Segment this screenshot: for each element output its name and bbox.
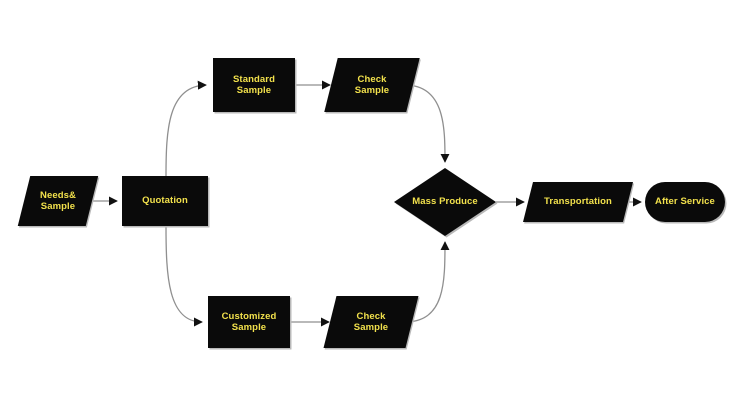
node-mass-produce[interactable]: Mass Produce [394,168,498,238]
node-label: Check Sample [354,73,390,96]
edge-quotation-to-standard [165,80,207,177]
node-label: Mass Produce [412,196,478,208]
edge-quotation-to-customized [165,225,203,327]
node-needs-sample[interactable]: Needs& Sample [17,176,99,226]
node-check-sample-top[interactable]: Check Sample [324,58,420,112]
node-label: Quotation [142,195,188,207]
node-quotation[interactable]: Quotation [122,176,208,226]
edge-check-bottom-to-mass [404,241,450,323]
node-after-service[interactable]: After Service [645,182,725,222]
node-standard-sample[interactable]: Standard Sample [213,58,295,112]
node-label: Transportation [544,196,612,208]
node-check-sample-bottom[interactable]: Check Sample [323,296,419,348]
node-customized-sample[interactable]: Customized Sample [208,296,290,348]
node-transportation[interactable]: Transportation [523,182,633,222]
node-label: Standard Sample [233,73,275,96]
node-label: After Service [655,196,715,208]
node-label: Check Sample [353,310,389,333]
node-label: Needs& Sample [40,189,76,212]
node-label: Customized Sample [221,310,277,333]
edge-check-top-to-mass [405,84,450,163]
